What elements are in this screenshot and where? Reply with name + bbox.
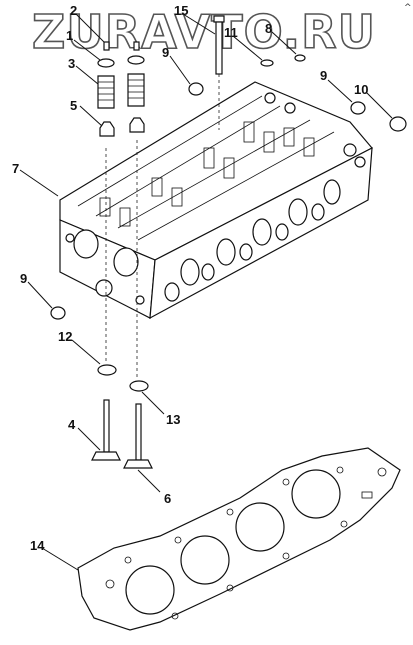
spring-retainers [97,55,145,68]
corner-mark: ^ [404,3,412,13]
intake-valve [91,399,121,461]
callout-8: 8 [265,21,272,36]
callout-1: 1 [66,28,73,43]
seal-upper [188,82,204,96]
callout-14: 14 [30,538,45,553]
watermark-text: ZURAVTO.RU [32,5,376,59]
callout-11: 11 [224,25,238,40]
plug [294,54,306,62]
seal-lower [50,306,66,320]
exhaust-valve [123,403,153,469]
washer [260,59,274,67]
callout-9-right: 9 [320,68,327,83]
plug-cap [389,116,407,132]
valve-seat-ring [129,380,149,392]
callout-9-lower: 9 [20,271,27,286]
callout-4: 4 [68,417,76,432]
leader-lines [19,13,393,571]
head-gasket [77,447,401,631]
cylinder-head [59,81,373,320]
callout-5: 5 [70,98,77,113]
seal-right [350,101,366,115]
callout-10: 10 [354,82,368,97]
callout-9-upper: 9 [162,45,169,60]
callout-12: 12 [58,329,72,344]
callout-2: 2 [70,3,77,18]
callout-6: 6 [164,491,171,506]
head-bolt [213,15,225,75]
valve-seal-lower [97,364,117,376]
valve-springs [97,73,145,109]
callout-labels: 2 1 15 11 8 3 9 9 10 5 7 9 12 13 4 6 14 [12,3,368,553]
valve-keepers [103,41,140,51]
callout-7: 7 [12,161,19,176]
callout-15: 15 [174,3,188,18]
valve-stem-seals [99,117,145,137]
callout-13: 13 [166,412,180,427]
callout-3: 3 [68,56,75,71]
